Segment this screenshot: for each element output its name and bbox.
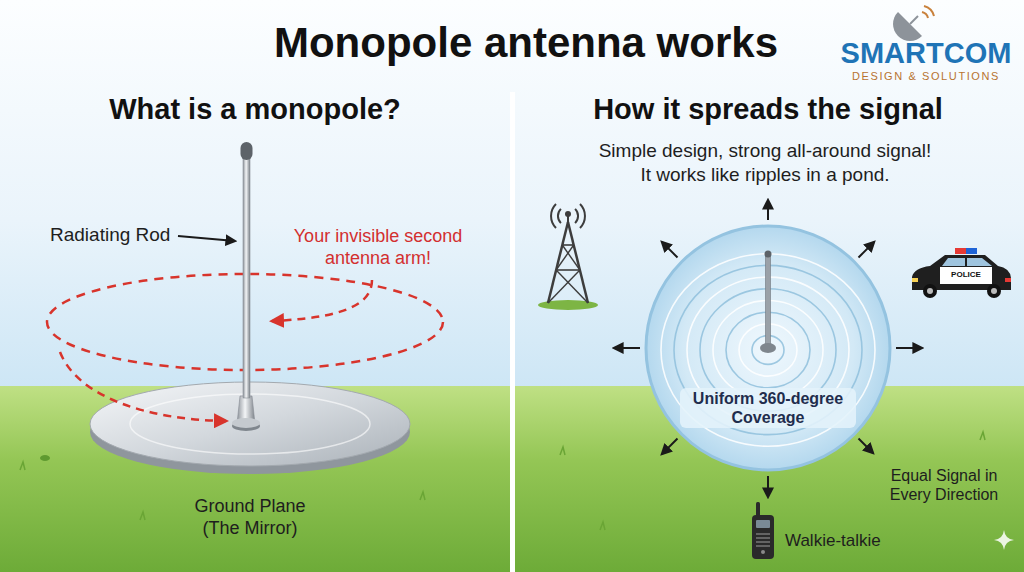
panel-heading: How it spreads the signal	[528, 92, 1008, 127]
subtitle-holder: It works like ripples in a pond.	[520, 164, 1010, 187]
coverage-arrows-part	[859, 439, 874, 454]
scenery-part	[510, 92, 515, 572]
coverage-arrows-part	[662, 439, 678, 455]
police-car-part	[942, 258, 992, 266]
vehicle-marking: POLICE	[941, 270, 991, 280]
subtitle: Simple design, strong all-around signal!	[520, 140, 1010, 163]
logo-tagline-holder: DESIGN & SOLUTIONS	[834, 70, 1018, 83]
coverage-circle: Uniform 360-degree Coverage	[644, 224, 892, 472]
leader-arrows-part	[272, 280, 372, 321]
police-car-part	[987, 284, 1001, 298]
police-car-part	[923, 284, 937, 298]
logo-dish-part	[924, 6, 934, 16]
panel-heading-holder: What is a monopole?	[35, 92, 475, 127]
sparkle-part	[994, 530, 1014, 550]
cell-tower-part	[556, 270, 588, 303]
police-car-part	[1005, 278, 1011, 282]
part-label: Radiating Rod	[50, 224, 180, 247]
cell-tower-part	[580, 204, 585, 228]
ground-plane-part	[130, 394, 370, 454]
callout-note-holder: Equal Signal in Every Direction	[877, 466, 1012, 504]
antenna-rod	[766, 254, 771, 348]
part-label-holder: Radiating Rod	[50, 224, 180, 247]
cell-tower-part	[548, 270, 580, 303]
cell-tower	[538, 204, 598, 310]
sparkle	[994, 530, 1014, 550]
police-car	[912, 248, 1011, 298]
page-title: Monopole antenna works	[176, 18, 876, 68]
walkie-talkie-icon-part	[756, 545, 770, 546]
logo-dish-part	[910, 16, 918, 24]
walkie-talkie-icon-part	[756, 533, 770, 534]
police-car-part	[965, 258, 967, 266]
antenna-tip	[765, 251, 772, 258]
cell-tower-part	[548, 222, 568, 303]
subtitle: It works like ripples in a pond.	[520, 164, 1010, 187]
logo-name: SMARTCOM	[834, 36, 1018, 71]
walkie-talkie-icon	[752, 502, 774, 559]
walkie-talkie-icon-part	[756, 541, 770, 542]
panel-heading: What is a monopole?	[35, 92, 475, 127]
radiating-rod-part	[241, 142, 253, 160]
walkie-talkie-icon-part	[756, 520, 770, 528]
police-car-part	[912, 278, 918, 282]
cell-tower-part	[568, 222, 588, 303]
logo-dish-part	[922, 12, 928, 18]
panel-heading-holder: How it spreads the signal	[528, 92, 1008, 127]
leader-arrows-part	[178, 236, 235, 241]
cell-tower-part	[556, 245, 574, 270]
cell-tower-part	[538, 300, 598, 310]
circle-outline	[646, 226, 890, 470]
cell-tower-part	[556, 269, 580, 271]
ripple-pond	[644, 224, 892, 472]
part-label-holder: Ground Plane (The Mirror)	[185, 496, 315, 539]
police-car-part	[940, 267, 992, 284]
logo-dish-part	[893, 12, 922, 41]
cell-tower-part	[551, 204, 556, 228]
radiating-rod-part	[232, 418, 260, 428]
cell-tower-part	[558, 209, 561, 223]
coverage-caption: Uniform 360-degree Coverage	[680, 388, 856, 428]
radiating-rod-part	[243, 156, 250, 398]
part-label: Ground Plane (The Mirror)	[185, 496, 315, 539]
cell-tower-part	[562, 244, 573, 246]
police-car-part	[927, 288, 933, 294]
callout-note: Your invisible second antenna arm!	[289, 226, 467, 269]
walkie-talkie-icon-part	[752, 515, 774, 559]
antenna-base	[760, 343, 776, 353]
walkie-talkie-icon-part	[761, 550, 765, 554]
police-car-part	[966, 248, 977, 254]
radiating-rod	[232, 142, 260, 431]
device-label: Walkie-talkie	[785, 531, 925, 551]
cell-tower-part	[575, 209, 578, 223]
coverage-arrows-part	[767, 476, 769, 497]
callout-note: Equal Signal in Every Direction	[877, 466, 1012, 504]
callout-note-holder: Your invisible second antenna arm!	[289, 226, 467, 269]
scenery-part	[40, 455, 50, 461]
coverage-arrows-part	[859, 242, 875, 258]
police-car-part	[955, 248, 966, 254]
device-label-holder: Walkie-talkie	[785, 531, 925, 551]
vehicle-marking-holder: POLICE	[941, 270, 991, 280]
leader-arrows-part	[60, 352, 226, 421]
logo-tagline: DESIGN & SOLUTIONS	[834, 70, 1018, 83]
coverage-arrows	[614, 200, 922, 497]
ripple-ring	[661, 254, 875, 447]
logo-name-holder: SMARTCOM	[834, 36, 1018, 71]
coverage-arrows-part	[767, 200, 769, 220]
coverage-arrows-part	[614, 347, 640, 349]
police-car-part	[991, 288, 997, 294]
subtitle-holder: Simple design, strong all-around signal!	[520, 140, 1010, 163]
logo-dish	[893, 6, 934, 41]
page-title-holder: Monopole antenna works	[176, 18, 876, 68]
coverage-arrows-part	[662, 242, 678, 258]
walkie-talkie-icon-part	[756, 537, 770, 538]
coverage-arrows-part	[896, 347, 922, 349]
cell-tower-part	[565, 211, 571, 217]
